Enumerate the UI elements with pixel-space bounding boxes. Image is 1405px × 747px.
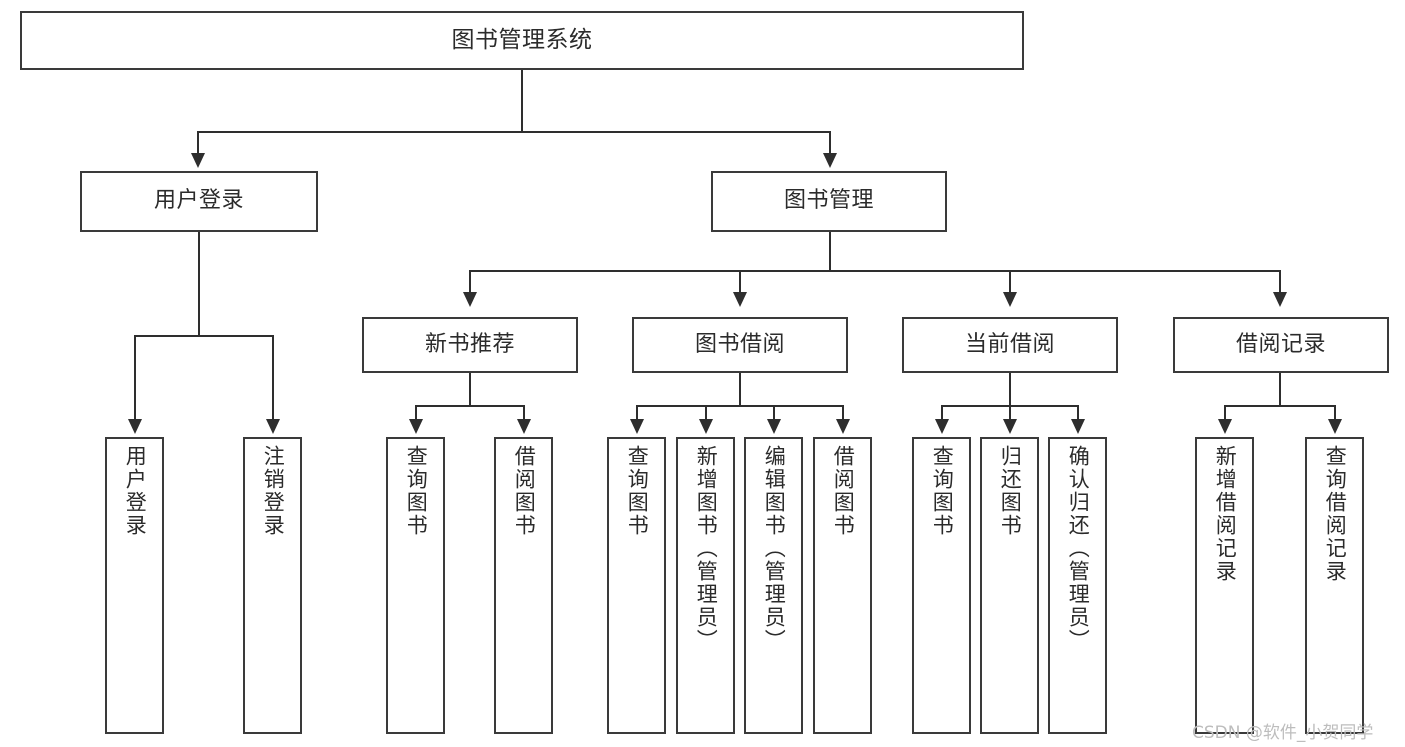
node-borrow-record[interactable]: 借阅记录 — [1173, 317, 1389, 373]
node-book-borrow[interactable]: 图书借阅 — [632, 317, 848, 373]
node-label: 图书管理 — [783, 188, 874, 214]
connector-current-borrow-stem — [1009, 373, 1011, 407]
connector-drop-current-borrow — [1009, 270, 1011, 294]
node-label: 图书借阅 — [694, 331, 785, 357]
leaf-br-query-record[interactable]: 查询借阅记录 — [1305, 437, 1364, 734]
arrowhead-book-borrow — [733, 292, 747, 307]
connector-drop-bb-leaf-0 — [636, 405, 638, 420]
connector-user-login-stem — [198, 232, 200, 336]
node-label: 用户登录 — [123, 445, 148, 537]
connector-drop-bb-leaf-3 — [842, 405, 844, 420]
connector-drop-borrow-record — [1279, 270, 1281, 294]
leaf-br-add-record[interactable]: 新增借阅记录 — [1195, 437, 1254, 734]
node-label: 新增图书（管理员） — [694, 445, 719, 652]
arrowhead-bb-leaf-3 — [836, 419, 850, 434]
connector-borrow-record-bus — [1224, 405, 1336, 407]
connector-root-bus — [197, 131, 831, 133]
node-current-borrow[interactable]: 当前借阅 — [902, 317, 1118, 373]
connector-drop-bb-leaf-1 — [705, 405, 707, 420]
node-label: 借阅图书 — [831, 445, 856, 537]
arrowhead-new-book — [463, 292, 477, 307]
node-label: 借阅记录 — [1235, 331, 1326, 357]
connector-drop-leaf-user-login — [134, 335, 136, 420]
arrowhead-bb-leaf-0 — [630, 419, 644, 434]
node-label: 用户登录 — [153, 188, 244, 214]
arrowhead-nb-leaf-0 — [409, 419, 423, 434]
connector-book-borrow-bus — [636, 405, 844, 407]
node-book-management[interactable]: 图书管理 — [711, 171, 947, 232]
node-label: 借阅图书 — [512, 445, 537, 537]
connector-root-stem — [521, 70, 523, 132]
leaf-user-login[interactable]: 用户登录 — [105, 437, 164, 734]
node-label: 新书推荐 — [424, 331, 515, 357]
arrowhead-user-login — [191, 153, 205, 168]
arrowhead-bb-leaf-2 — [767, 419, 781, 434]
connector-drop-new-book — [469, 270, 471, 294]
leaf-bb-edit-book-admin[interactable]: 编辑图书（管理员） — [744, 437, 803, 734]
connector-drop-user-login — [197, 131, 199, 155]
connector-new-book-bus — [415, 405, 525, 407]
csdn-watermark: CSDN @软件_小贺同学 — [1192, 723, 1374, 743]
arrowhead-current-borrow — [1003, 292, 1017, 307]
arrowhead-br-leaf-1 — [1328, 419, 1342, 434]
connector-drop-cb-leaf-1 — [1009, 405, 1011, 420]
leaf-logout[interactable]: 注销登录 — [243, 437, 302, 734]
node-label: 查询图书 — [625, 445, 650, 537]
connector-drop-nb-leaf-0 — [415, 405, 417, 420]
connector-drop-bb-leaf-2 — [773, 405, 775, 420]
arrowhead-cb-leaf-2 — [1071, 419, 1085, 434]
leaf-cb-return-book[interactable]: 归还图书 — [980, 437, 1039, 734]
node-root-system[interactable]: 图书管理系统 — [20, 11, 1024, 70]
arrowhead-br-leaf-0 — [1218, 419, 1232, 434]
arrowhead-leaf-user-login — [128, 419, 142, 434]
node-label: 查询图书 — [930, 445, 955, 537]
arrowhead-nb-leaf-1 — [517, 419, 531, 434]
connector-drop-book-manage — [829, 131, 831, 155]
node-label: 新增借阅记录 — [1213, 445, 1238, 583]
connector-drop-book-borrow — [739, 270, 741, 294]
node-label: 查询图书 — [404, 445, 429, 537]
connector-book-borrow-stem — [739, 373, 741, 407]
leaf-bb-add-book-admin[interactable]: 新增图书（管理员） — [676, 437, 735, 734]
arrowhead-leaf-logout — [266, 419, 280, 434]
arrowhead-book-manage — [823, 153, 837, 168]
connector-drop-leaf-logout — [272, 335, 274, 420]
node-label: 归还图书 — [998, 445, 1023, 537]
leaf-bb-query-book[interactable]: 查询图书 — [607, 437, 666, 734]
node-new-book-recommend[interactable]: 新书推荐 — [362, 317, 578, 373]
arrowhead-borrow-record — [1273, 292, 1287, 307]
node-label: 注销登录 — [261, 445, 286, 537]
connector-drop-br-leaf-0 — [1224, 405, 1226, 420]
node-label: 查询借阅记录 — [1323, 445, 1348, 583]
node-label: 确认归还（管理员） — [1066, 445, 1091, 652]
connector-borrow-record-stem — [1279, 373, 1281, 407]
leaf-cb-confirm-return-admin[interactable]: 确认归还（管理员） — [1048, 437, 1107, 734]
connector-drop-cb-leaf-2 — [1077, 405, 1079, 420]
leaf-nb-query-book[interactable]: 查询图书 — [386, 437, 445, 734]
connector-new-book-stem — [469, 373, 471, 407]
leaf-bb-borrow-book[interactable]: 借阅图书 — [813, 437, 872, 734]
node-label: 图书管理系统 — [451, 26, 593, 53]
leaf-cb-query-book[interactable]: 查询图书 — [912, 437, 971, 734]
node-label: 编辑图书（管理员） — [762, 445, 787, 652]
connector-drop-nb-leaf-1 — [523, 405, 525, 420]
connector-book-manage-stem — [829, 232, 831, 272]
connector-drop-cb-leaf-0 — [941, 405, 943, 420]
arrowhead-cb-leaf-1 — [1003, 419, 1017, 434]
node-label: 当前借阅 — [964, 331, 1055, 357]
connector-drop-br-leaf-1 — [1334, 405, 1336, 420]
leaf-nb-borrow-book[interactable]: 借阅图书 — [494, 437, 553, 734]
connector-user-login-bus — [134, 335, 274, 337]
node-user-login[interactable]: 用户登录 — [80, 171, 318, 232]
arrowhead-cb-leaf-0 — [935, 419, 949, 434]
connector-book-manage-bus — [469, 270, 1281, 272]
arrowhead-bb-leaf-1 — [699, 419, 713, 434]
